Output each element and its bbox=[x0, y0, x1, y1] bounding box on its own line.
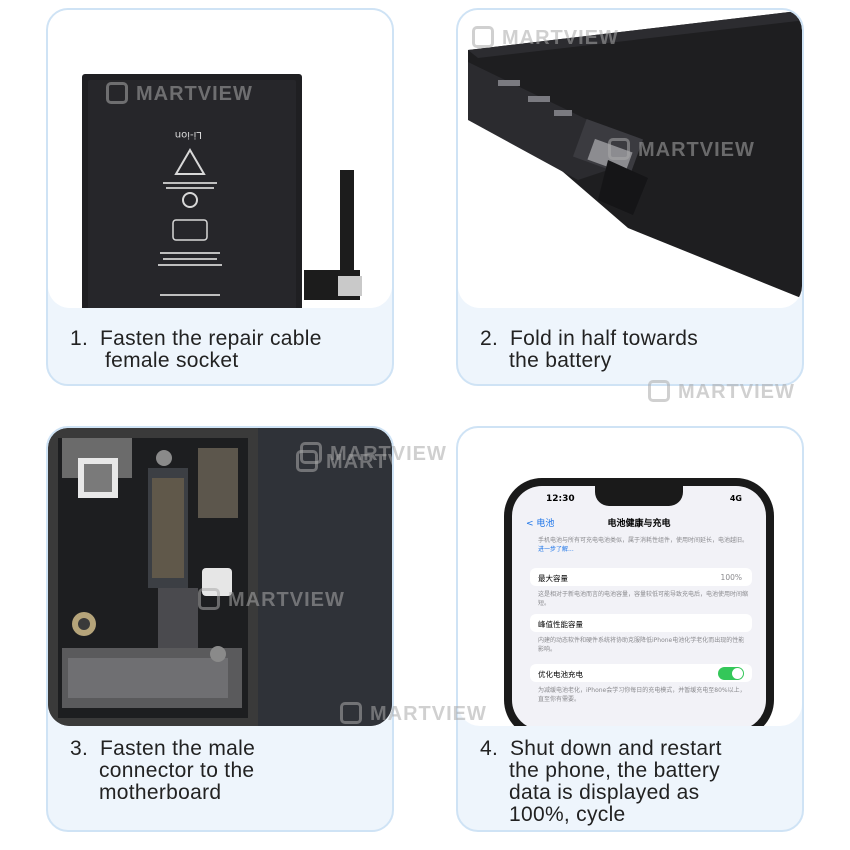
phone-notch bbox=[595, 486, 683, 506]
caption-line: 100%, cycle bbox=[509, 803, 626, 826]
caption-line: the battery bbox=[509, 349, 612, 372]
caption-line: the phone, the battery bbox=[509, 759, 720, 782]
motherboard-photo: MARTVIEW MARTVIEW bbox=[48, 428, 392, 726]
max-capacity-label: 最大容量 bbox=[538, 574, 568, 583]
back-button[interactable]: < 电池 bbox=[526, 519, 555, 529]
phone-photo: 12:30 4G < 电池 电池健康与充电 手机电池与所有可充电电池类似，属于消… bbox=[458, 428, 802, 726]
learn-more-link[interactable]: 进一步了解... bbox=[538, 546, 574, 553]
step-number: 2. bbox=[480, 327, 499, 350]
step-card-3: MARTVIEW MARTVIEW 3. Fasten the male conn… bbox=[46, 426, 394, 832]
step-card-1: Li-ion MARTVIEW 1. Fasten the repair cabl… bbox=[46, 8, 394, 386]
optimized-charging-row: 优化电池充电 bbox=[530, 664, 752, 682]
optimized-charging-toggle[interactable] bbox=[718, 667, 744, 680]
caption-line: motherboard bbox=[99, 781, 222, 804]
battery-label: Li-ion bbox=[175, 129, 202, 140]
max-capacity-row: 最大容量 100% bbox=[530, 568, 752, 586]
step-caption-2: 2. Fold in half towards the battery bbox=[480, 328, 792, 372]
step-number: 4. bbox=[480, 737, 499, 760]
battery-photo: Li-ion MARTVIEW bbox=[48, 10, 392, 308]
step-number: 3. bbox=[70, 737, 89, 760]
step-caption-4: 4. Shut down and restart the phone, the b… bbox=[480, 738, 792, 826]
status-time: 12:30 bbox=[546, 494, 575, 504]
max-capacity-desc: 这是相对于新电池而言的电池容量，容量较低可能导致充电后，电池使用时间缩短。 bbox=[538, 591, 749, 607]
phone-screen: 12:30 4G < 电池 电池健康与充电 手机电池与所有可充电电池类似，属于消… bbox=[512, 486, 766, 726]
battery-illustration: Li-ion bbox=[48, 10, 392, 308]
status-signal: 4G bbox=[729, 494, 742, 503]
caption-line: connector to the bbox=[99, 759, 255, 782]
step-card-2: MARTVIEW MARTVIEW 2. Fold in half towards… bbox=[456, 8, 804, 386]
motherboard-illustration bbox=[48, 428, 392, 726]
step-number: 1. bbox=[70, 327, 89, 350]
caption-line: Fasten the repair cable bbox=[100, 327, 322, 350]
fold-photo: MARTVIEW MARTVIEW bbox=[458, 10, 802, 308]
screen-title: 电池健康与充电 bbox=[607, 519, 671, 529]
step-caption-1: 1. Fasten the repair cable female socket bbox=[70, 328, 382, 372]
caption-line: female socket bbox=[105, 349, 239, 372]
peak-performance-row[interactable]: 峰值性能容量 bbox=[530, 614, 752, 632]
fold-illustration bbox=[458, 10, 802, 308]
caption-line: Shut down and restart bbox=[510, 737, 722, 760]
optimized-charging-desc: 为减缓电池老化，iPhone会学习你每日的充电模式，并暂缓充电至80%以上，直至… bbox=[538, 687, 746, 703]
caption-line: Fasten the male bbox=[100, 737, 256, 760]
step-card-4: 12:30 4G < 电池 电池健康与充电 手机电池与所有可充电电池类似，属于消… bbox=[456, 426, 804, 832]
intro-text: 手机电池与所有可充电电池类似，属于消耗性组件，使用时间延长，电池越旧。 进一步了… bbox=[538, 537, 749, 553]
caption-line: data is displayed as bbox=[509, 781, 700, 804]
peak-performance-label: 峰值性能容量 bbox=[538, 620, 583, 629]
optimized-charging-label: 优化电池充电 bbox=[538, 670, 583, 679]
step-caption-3: 3. Fasten the male connector to the mothe… bbox=[70, 738, 382, 804]
caption-line: Fold in half towards bbox=[510, 327, 699, 350]
phone-frame: 12:30 4G < 电池 电池健康与充电 手机电池与所有可充电电池类似，属于消… bbox=[504, 478, 774, 726]
peak-performance-desc: 内建的动态软件和硬件系统将协助克服降低iPhone电池化学老化而出现的性能影响。 bbox=[538, 637, 745, 653]
max-capacity-value: 100% bbox=[720, 573, 742, 582]
